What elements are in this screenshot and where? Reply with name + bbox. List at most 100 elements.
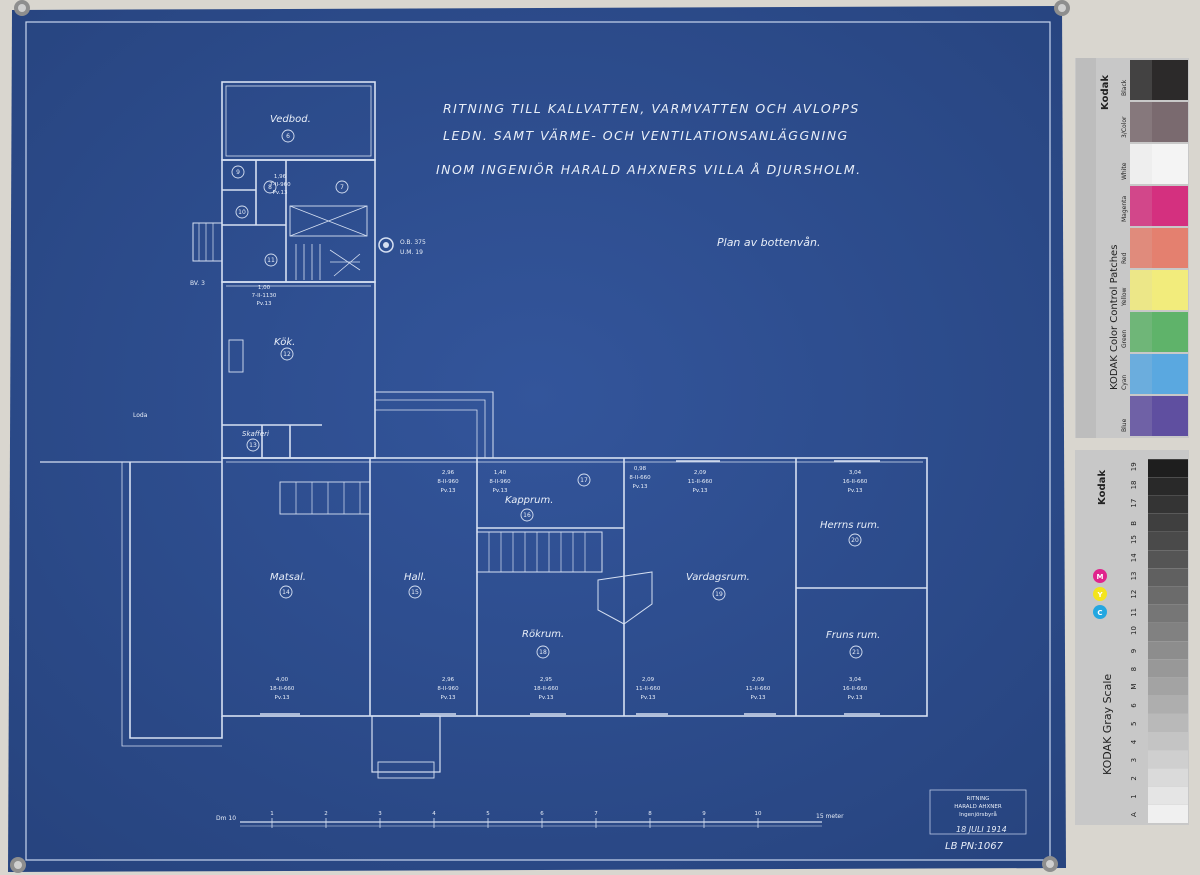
- drain-pipe-icon: [378, 237, 394, 253]
- gray-step: [1148, 695, 1188, 714]
- room-num-16: 16: [523, 512, 531, 519]
- room-num-12: 12: [283, 351, 291, 358]
- kodak-gray-label: KODAK Gray Scale: [1101, 674, 1114, 775]
- svg-text:11-II-660: 11-II-660: [688, 479, 713, 485]
- title-line-1: RITNING TILL KALLVATTEN, VARMVATTEN OCH …: [443, 101, 860, 116]
- svg-text:Pv.13: Pv.13: [539, 695, 554, 701]
- room-name-rokrum: Rökrum.: [522, 629, 564, 640]
- svg-text:Pv.13: Pv.13: [493, 488, 508, 494]
- scale-tick-label: 8: [648, 811, 652, 817]
- room-name-vardagsrum: Vardagsrum.: [686, 572, 750, 583]
- svg-text:2,96: 2,96: [442, 470, 455, 476]
- svg-text:2,09: 2,09: [694, 470, 707, 476]
- title-line-2: LEDN. SAMT VÄRME- OCH VENTILATIONSANLÄGG…: [443, 128, 849, 143]
- color-patch: [1130, 144, 1152, 184]
- scale-tick-label: 7: [594, 811, 598, 817]
- cym-label: M: [1097, 573, 1104, 581]
- gray-step: [1148, 623, 1188, 641]
- svg-text:16-II-660: 16-II-660: [843, 479, 868, 485]
- room-name-vedbod: Vedbod.: [270, 114, 311, 125]
- blueprint-sheet: [8, 6, 1066, 872]
- gray-step: [1148, 532, 1188, 550]
- gray-step-label: 9: [1130, 649, 1138, 653]
- room-num-18: 18: [539, 649, 547, 656]
- svg-text:8-II-960: 8-II-960: [437, 479, 459, 485]
- svg-text:Pv.13: Pv.13: [848, 488, 863, 494]
- svg-text:7-II-960: 7-II-960: [269, 182, 291, 188]
- svg-text:11-II-660: 11-II-660: [746, 686, 771, 692]
- stamp-date: 18 JULI 1914: [956, 825, 1007, 834]
- kodak-color-label: KODAK Color Control Patches: [1109, 245, 1120, 390]
- scale-tick-label: 5: [486, 811, 490, 817]
- svg-text:3,04: 3,04: [849, 470, 862, 476]
- room-name-kok: Kök.: [274, 337, 295, 348]
- cym-label: C: [1097, 609, 1102, 617]
- gray-step: [1148, 586, 1188, 605]
- gray-step: [1148, 732, 1188, 751]
- scale-tick-label: 9: [702, 811, 706, 817]
- room-name-fruns: Fruns rum.: [826, 630, 880, 641]
- gray-step: [1148, 477, 1188, 496]
- title-line-3: INOM INGENIÖR HARALD AHXNERS VILLA Å DJU…: [436, 161, 862, 177]
- room-num-14: 14: [282, 589, 290, 596]
- color-patch-name: White: [1121, 162, 1128, 180]
- svg-text:Pv.13: Pv.13: [441, 488, 456, 494]
- title-stamp: RITNING HARALD AHXNER Ingenjörsbyrå 18 J…: [929, 789, 1027, 835]
- gray-step: [1148, 459, 1188, 478]
- svg-text:18-II-660: 18-II-660: [534, 686, 559, 692]
- svg-text:Pv.13: Pv.13: [848, 695, 863, 701]
- room-num-9: 9: [236, 169, 240, 176]
- svg-text:16-II-660: 16-II-660: [843, 686, 868, 692]
- gray-step: [1148, 495, 1188, 514]
- color-patch: [1152, 312, 1188, 352]
- color-patch: [1152, 144, 1188, 184]
- stamp-line-3: Ingenjörsbyrå: [959, 811, 997, 818]
- svg-text:Pv.13: Pv.13: [273, 190, 288, 196]
- cym-dot: [1093, 587, 1107, 601]
- title-block: RITNING TILL KALLVATTEN, VARMVATTEN OCH …: [436, 101, 862, 249]
- svg-text:2,09: 2,09: [642, 677, 655, 683]
- svg-text:Pv.13: Pv.13: [641, 695, 656, 701]
- color-patch: [1130, 396, 1152, 436]
- svg-text:4,00: 4,00: [276, 677, 289, 683]
- color-patch: [1130, 270, 1152, 310]
- stamp-line-1: RITNING: [967, 796, 990, 802]
- room-num-17: 17: [580, 477, 588, 484]
- room-num-6: 6: [286, 133, 290, 140]
- room-num-13: 13: [249, 442, 257, 449]
- room-num-11: 11: [267, 257, 275, 264]
- gray-step-label: M: [1130, 684, 1138, 690]
- room-num-8: 8: [268, 184, 272, 191]
- gray-step-label: 6: [1130, 703, 1138, 708]
- room-name-skafferi: Skafferi: [242, 430, 269, 438]
- color-patch: [1130, 102, 1152, 142]
- loda-label: Loda: [133, 412, 148, 419]
- bv-label: BV. 3: [190, 280, 205, 287]
- color-patch: [1130, 186, 1152, 226]
- color-patch-name: Black: [1121, 79, 1128, 96]
- svg-text:Pv.13: Pv.13: [751, 695, 766, 701]
- room-numbers: 6 12 13 14 15 16 18 19 20 21 9 10 8 7 11…: [236, 133, 860, 656]
- svg-text:1,00: 1,00: [258, 285, 271, 291]
- gray-step: [1148, 768, 1188, 787]
- room-num-19: 19: [715, 591, 723, 598]
- room-name-hall: Hall.: [404, 572, 426, 583]
- color-patch: [1130, 60, 1152, 100]
- color-patch: [1152, 354, 1188, 394]
- scale-right-label: 15 meter: [816, 813, 844, 820]
- color-patch-name: Red: [1121, 252, 1128, 264]
- floor-plan: [40, 81, 928, 779]
- room-num-21: 21: [852, 649, 860, 656]
- gray-step-label: 17: [1130, 499, 1138, 508]
- scale-tick-label: 3: [378, 811, 382, 817]
- gray-step-label: 3: [1130, 758, 1138, 762]
